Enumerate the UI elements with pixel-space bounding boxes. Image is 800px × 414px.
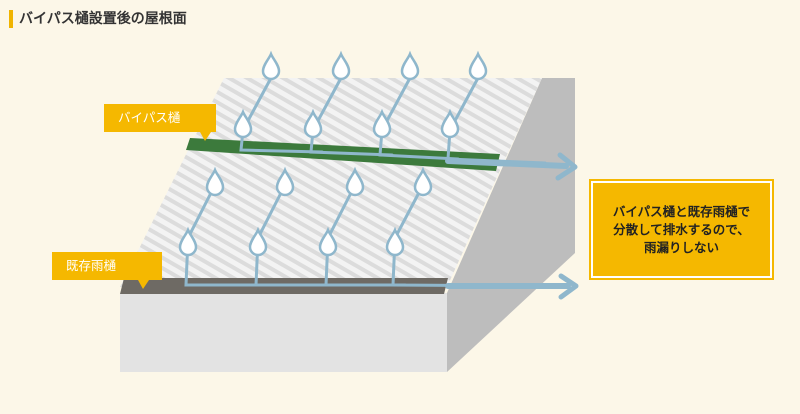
- explanation-note: バイパス樋と既存雨樋で 分散して排水するので、 雨漏りしない: [589, 179, 774, 280]
- note-line: バイパス樋と既存雨樋で: [612, 203, 751, 219]
- raindrop-icon: [261, 52, 281, 81]
- bypass-gutter-label: バイパス樋: [104, 104, 216, 141]
- roof-front-face: [120, 293, 447, 372]
- arrow-right-icon: [445, 152, 578, 181]
- callout-tail: [200, 132, 211, 141]
- bypass-gutter-label-text: バイパス樋: [118, 110, 181, 125]
- raindrop-icon: [400, 52, 420, 81]
- existing-gutter-label: 既存雨樋: [52, 252, 162, 289]
- roof-surface: [120, 78, 542, 287]
- arrow-right-icon: [445, 273, 579, 300]
- note-line: 分散して排水するので、: [613, 221, 750, 237]
- page-title: バイパス樋設置後の屋根面: [19, 11, 187, 27]
- title-accent-bar: [9, 10, 13, 28]
- note-line: 雨漏りしない: [643, 239, 719, 255]
- raindrop-icon: [331, 52, 351, 81]
- raindrop-icon: [468, 52, 488, 81]
- callout-tail: [138, 280, 149, 289]
- roof-side-face: [447, 78, 575, 372]
- existing-gutter-label-text: 既存雨樋: [66, 258, 117, 273]
